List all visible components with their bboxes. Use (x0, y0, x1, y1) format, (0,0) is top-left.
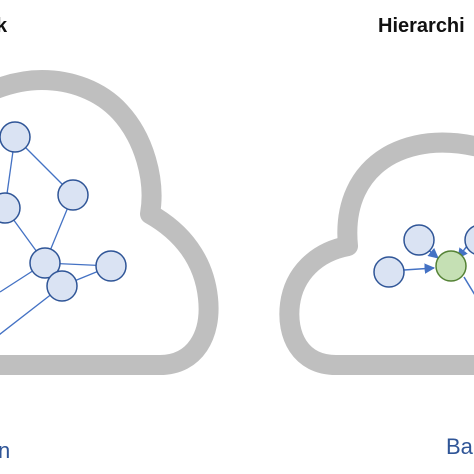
leaf-node (403, 224, 435, 256)
mesh-node (46, 270, 78, 302)
left-mesh-nodes (0, 121, 127, 302)
leaf-node (464, 225, 474, 255)
leaf-node (373, 256, 405, 288)
left-mesh-edges (0, 136, 112, 335)
right-diagram-caption: Ba (446, 434, 473, 459)
left-diagram-caption: n (0, 438, 11, 463)
right-nodes (373, 224, 474, 288)
mesh-node (0, 121, 31, 153)
mesh-node (95, 250, 127, 282)
mesh-node (57, 179, 89, 211)
mesh-node (29, 247, 61, 279)
right-diagram-title: Hierarchi (378, 15, 465, 37)
left-cloud-outline (0, 70, 219, 375)
right-cloud-outline (279, 132, 474, 375)
hub-node (435, 250, 467, 282)
mesh-node (0, 192, 21, 224)
left-diagram-title: k (0, 15, 8, 37)
